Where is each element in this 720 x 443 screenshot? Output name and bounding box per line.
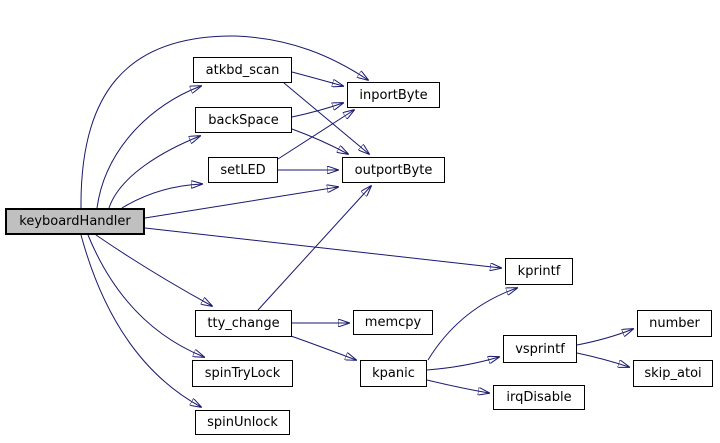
edge-keyboardHandler-inportByte bbox=[80, 35, 368, 209]
edge-tty_change-outportByte bbox=[257, 186, 371, 311]
node-skip_atoi[interactable]: skip_atoi bbox=[633, 360, 713, 387]
edge-vsprintf-skip_atoi bbox=[576, 352, 629, 367]
node-setLED[interactable]: setLED bbox=[208, 157, 278, 183]
node-number[interactable]: number bbox=[637, 310, 712, 337]
node-kpanic[interactable]: kpanic bbox=[360, 360, 427, 387]
node-tty_change[interactable]: tty_change bbox=[195, 310, 292, 337]
node-outportByte[interactable]: outportByte bbox=[342, 157, 445, 183]
edge-kpanic-vsprintf bbox=[426, 357, 499, 371]
node-atkbd_scan[interactable]: atkbd_scan bbox=[193, 57, 292, 83]
node-spinTryLock[interactable]: spinTryLock bbox=[192, 360, 293, 387]
node-irqDisable[interactable]: irqDisable bbox=[493, 385, 585, 410]
node-backSpace[interactable]: backSpace bbox=[195, 107, 292, 133]
edge-vsprintf-number bbox=[576, 329, 633, 346]
edge-backSpace-outportByte bbox=[291, 128, 348, 154]
edge-kpanic-irqDisable bbox=[426, 379, 489, 393]
edge-keyboardHandler-outportByte bbox=[144, 187, 338, 219]
node-memcpy[interactable]: memcpy bbox=[353, 310, 433, 335]
edge-atkbd_scan-inportByte bbox=[291, 71, 343, 86]
edge-backSpace-inportByte bbox=[291, 103, 343, 118]
node-kprintf[interactable]: kprintf bbox=[505, 258, 573, 285]
node-inportByte[interactable]: inportByte bbox=[347, 82, 440, 108]
node-vsprintf[interactable]: vsprintf bbox=[503, 335, 577, 363]
edge-tty_change-kpanic bbox=[290, 335, 356, 360]
node-spinUnlock[interactable]: spinUnlock bbox=[195, 410, 290, 435]
edge-keyboardHandler-setLED bbox=[121, 184, 202, 209]
edge-atkbd_scan-outportByte bbox=[283, 82, 369, 154]
edge-keyboardHandler-tty_change bbox=[95, 234, 212, 306]
edge-keyboardHandler-spinTryLock bbox=[87, 234, 204, 357]
edge-keyboardHandler-kprintf bbox=[144, 227, 501, 268]
node-keyboardHandler[interactable]: keyboardHandler bbox=[5, 208, 145, 235]
edge-keyboardHandler-backSpace bbox=[108, 136, 200, 209]
edge-keyboardHandler-spinUnlock bbox=[80, 234, 201, 407]
edge-kpanic-kprintf bbox=[427, 288, 517, 361]
edge-setLED-inportByte bbox=[277, 110, 354, 160]
edge-keyboardHandler-atkbd_scan bbox=[96, 86, 201, 209]
